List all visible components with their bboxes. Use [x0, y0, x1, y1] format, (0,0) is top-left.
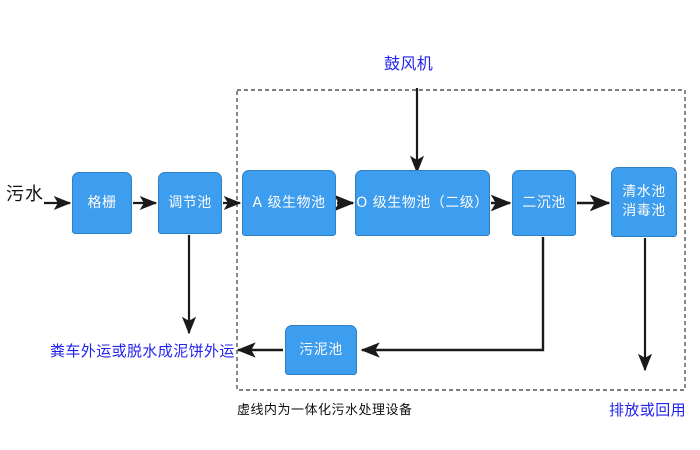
node-o-stage-bioreactor[interactable]: O 级生物池（二级）	[355, 170, 490, 236]
node-regulating-tank-label: 调节池	[168, 194, 212, 211]
node-secondary-clarifier[interactable]: 二沉池	[512, 170, 576, 236]
label-effluent-text: 排放或回用	[609, 401, 687, 419]
node-sludge-tank-label: 污泥池	[299, 341, 343, 358]
node-clearwater-tank-label: 清水池	[622, 184, 666, 201]
label-sludge-disposal-text: 粪车外运或脱水成泥饼外运	[50, 342, 235, 360]
label-influent: 污水	[6, 180, 44, 206]
node-o-stage-bioreactor-label: O 级生物池（二级）	[356, 194, 489, 211]
caption-integrated-equipment-text: 虚线内为一体化污水处理设备	[237, 403, 413, 418]
label-blower: 鼓风机	[384, 50, 433, 74]
edge-secondary-to-sludge-tank	[360, 237, 545, 358]
label-influent-text: 污水	[6, 184, 44, 205]
node-secondary-clarifier-label: 二沉池	[522, 194, 566, 211]
node-disinfection-tank-label: 消毒池	[622, 203, 666, 219]
node-a-stage-bioreactor[interactable]: A 级生物池	[242, 170, 336, 236]
label-sludge-disposal: 粪车外运或脱水成泥饼外运	[50, 340, 235, 361]
label-effluent: 排放或回用	[609, 399, 686, 420]
caption-integrated-equipment: 虚线内为一体化污水处理设备	[237, 399, 413, 418]
node-clearwater-disinfection-tank[interactable]: 清水池 消毒池	[611, 167, 677, 237]
node-sludge-tank[interactable]: 污泥池	[285, 325, 357, 375]
label-blower-text: 鼓风机	[384, 54, 434, 73]
node-grille-label: 格栅	[87, 194, 117, 211]
integrated-equipment-dashed-boundary	[236, 89, 686, 391]
node-grille[interactable]: 格栅	[72, 172, 132, 234]
node-regulating-tank[interactable]: 调节池	[158, 172, 222, 234]
node-a-stage-bioreactor-label: A 级生物池	[252, 194, 326, 211]
